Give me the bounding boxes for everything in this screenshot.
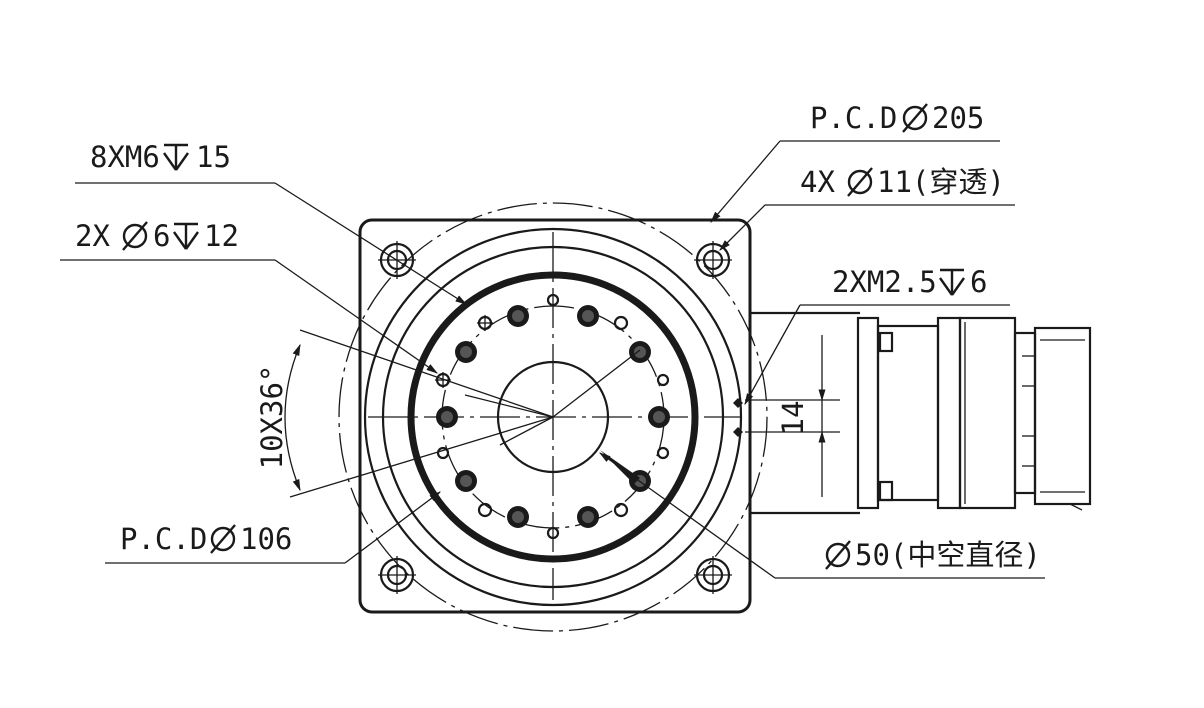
m6-hole: [455, 341, 477, 363]
depth-symbol-icon: [938, 268, 966, 297]
m6-hole: [629, 341, 651, 363]
pin-count-label: 2X: [75, 219, 110, 253]
diameter-symbol-icon: [901, 102, 929, 134]
through-count-label: 4X: [800, 165, 835, 199]
m6-count-label: 8XM6: [90, 140, 160, 174]
motor-assembly: [750, 311, 1092, 515]
pcd-205-circle: [338, 202, 768, 632]
corner-hole-tr: [694, 241, 732, 279]
m6-hole: [455, 470, 477, 492]
corner-holes: [378, 241, 732, 594]
pin-dia-label: 6: [153, 219, 170, 253]
m6-tapped-holes: [436, 305, 670, 528]
diameter-symbol-icon: [846, 166, 874, 198]
dim-14-label: 14: [776, 401, 810, 436]
m6-hole: [648, 406, 670, 428]
hollow-dia-label: 50(中空直径): [855, 538, 1041, 572]
dimension-14: 14: [733, 335, 840, 497]
small-tapped-depth: 6: [970, 265, 987, 299]
depth-symbol-icon: [162, 143, 190, 172]
pcd-inner-prefix: P.C.D: [120, 522, 207, 556]
diameter-symbol-icon: [824, 539, 852, 571]
small-holes: [435, 293, 670, 540]
annotation-labels: 8XM6 15 2X 6 12 10X36° P.C.D 106 P.C.D 2…: [75, 101, 1041, 572]
small-tapped-label: 2XM2.5: [832, 265, 937, 299]
pcd-outer-prefix: P.C.D: [810, 101, 897, 135]
corner-hole-tl: [378, 241, 416, 279]
m6-hole: [577, 506, 599, 528]
housing-square: [358, 218, 752, 614]
m6-depth-label: 15: [196, 140, 231, 174]
leader-lines: [60, 140, 1045, 579]
diameter-symbol-icon: [209, 523, 237, 555]
m6-hole: [507, 506, 529, 528]
m6-hole: [577, 305, 599, 327]
angular-spacing-label: 10X36°: [255, 365, 289, 470]
corner-hole-br: [694, 556, 732, 594]
m6-hole: [507, 305, 529, 327]
pcd-outer-value: 205: [932, 101, 984, 135]
through-dia-label: 11(穿透): [877, 165, 1005, 199]
m6-hole: [436, 406, 458, 428]
corner-hole-bl: [378, 556, 416, 594]
pin-depth-label: 12: [204, 219, 239, 253]
flange-outer-circle: [363, 227, 743, 607]
pcd-inner-value: 106: [240, 522, 292, 556]
depth-symbol-icon: [172, 222, 200, 251]
diameter-symbol-icon: [121, 220, 149, 252]
